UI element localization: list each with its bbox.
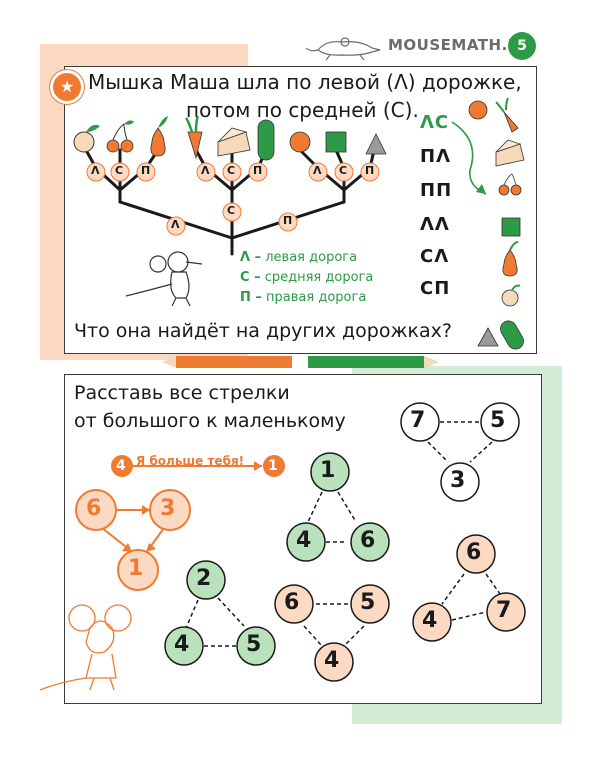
number-node: 6 bbox=[360, 528, 376, 553]
example-node: 3 bbox=[160, 496, 176, 521]
page-number: 5 bbox=[508, 32, 536, 60]
node-label-c: С bbox=[339, 164, 348, 177]
example-speech: Я больше тебя! bbox=[136, 454, 245, 468]
example-node: 4 bbox=[116, 458, 126, 474]
number-node: 5 bbox=[246, 632, 262, 657]
code-item: ПΛ bbox=[420, 146, 451, 167]
node-label-l: Λ bbox=[91, 164, 100, 177]
node-label-l: Λ bbox=[171, 218, 180, 231]
example-node: 1 bbox=[268, 458, 278, 474]
number-node: 4 bbox=[324, 648, 340, 673]
number-node: 6 bbox=[284, 590, 300, 615]
node-label-p: П bbox=[141, 164, 151, 177]
node-label-p: П bbox=[365, 164, 375, 177]
number-node: 4 bbox=[174, 632, 190, 657]
legend-center: С – средняя дорога bbox=[240, 270, 374, 285]
node-label-c: С bbox=[115, 164, 124, 177]
example-node: 6 bbox=[86, 496, 102, 521]
code-item: ΛΛ bbox=[420, 214, 450, 235]
site-name: MOUSEMATH.RU bbox=[388, 36, 533, 54]
number-node: 5 bbox=[360, 590, 376, 615]
code-item: СП bbox=[420, 278, 451, 299]
orange-mouse-icon bbox=[39, 604, 132, 691]
node-label-c: С bbox=[227, 204, 236, 217]
number-node: 7 bbox=[496, 598, 512, 623]
number-node: 5 bbox=[490, 408, 506, 433]
tree-node bbox=[86, 162, 106, 182]
number-node: 3 bbox=[450, 468, 466, 493]
code-item: ПП bbox=[420, 180, 453, 201]
example-node: 1 bbox=[128, 556, 144, 581]
number-node: 4 bbox=[422, 608, 438, 633]
code-item: ΛС bbox=[420, 112, 450, 133]
number-node: 7 bbox=[410, 408, 426, 433]
number-node: 6 bbox=[466, 540, 482, 565]
node-label-p: П bbox=[253, 164, 263, 177]
task1-question: Что она найдёт на других дорожках? bbox=[74, 320, 453, 342]
task1-line2: потом по средней (С). bbox=[186, 98, 419, 122]
node-label-l: Λ bbox=[201, 164, 210, 177]
star-icon: ★ bbox=[50, 70, 84, 104]
number-node: 4 bbox=[296, 528, 312, 553]
legend-left: Λ – левая дорога bbox=[240, 250, 358, 265]
code-item: СΛ bbox=[420, 246, 450, 267]
node-label-c: С bbox=[227, 164, 236, 177]
number-node: 2 bbox=[196, 566, 212, 591]
task1-line1: Мышка Маша шла по левой (Λ) дорожке, bbox=[88, 70, 522, 94]
node-label-p: П bbox=[283, 214, 293, 227]
number-node: 1 bbox=[320, 458, 336, 483]
node-label-l: Λ bbox=[313, 164, 322, 177]
legend-right: П – правая дорога bbox=[240, 290, 367, 305]
task2-line2: от большого к маленькому bbox=[74, 410, 346, 432]
mouse-icon bbox=[125, 251, 203, 307]
task2-line1: Расставь все стрелки bbox=[74, 382, 290, 404]
